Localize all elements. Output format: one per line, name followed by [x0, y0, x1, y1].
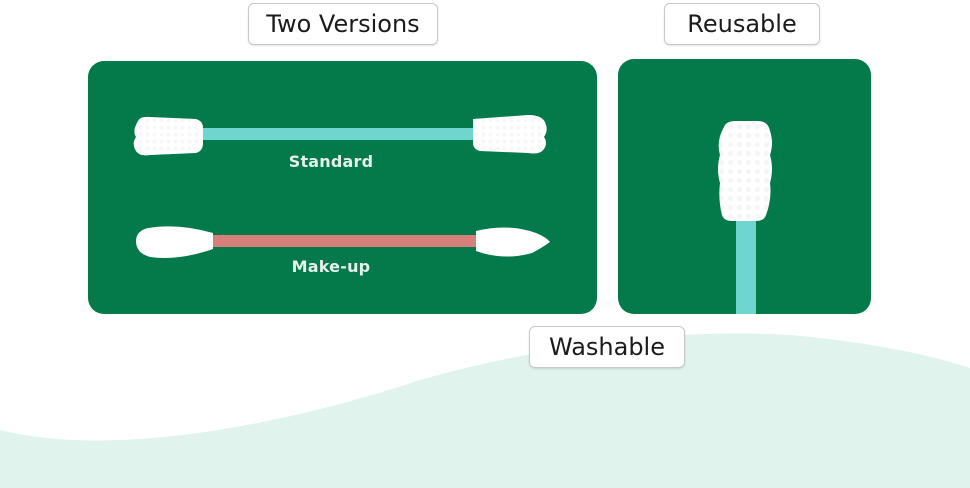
- makeup-caption: Make-up: [291, 257, 371, 276]
- versions-panel: Standard Make-up: [88, 61, 597, 314]
- standard-caption: Standard: [288, 152, 374, 171]
- two-versions-label: Two Versions: [248, 3, 438, 45]
- makeup-swab-image: [136, 226, 550, 258]
- standard-swab-image: [133, 115, 547, 156]
- washable-label: Washable: [529, 326, 685, 368]
- reusable-panel: [618, 59, 871, 314]
- reusable-swab-closeup-image: [718, 121, 772, 314]
- reusable-label: Reusable: [664, 3, 820, 45]
